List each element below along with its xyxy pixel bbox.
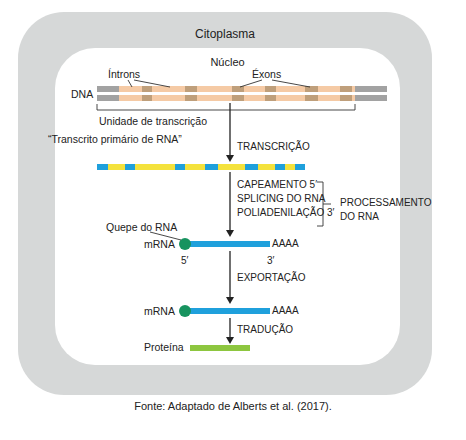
step-label: TRANSCRIÇÃO (237, 141, 310, 153)
annotation-label: PROCESSAMENTO DO RNA (340, 196, 436, 224)
exon-rna (295, 164, 305, 170)
exon-rna (97, 164, 108, 170)
node-label: Citoplasma (18, 28, 432, 40)
intron-rna (135, 164, 175, 170)
exon-rna (205, 164, 218, 170)
dna-flank (97, 95, 119, 101)
node-label: Proteína (144, 341, 184, 353)
node-label: mRNA (144, 238, 175, 250)
annotation-label: Unidade de transcrição (99, 115, 207, 127)
mrna-body (189, 308, 270, 314)
protein-bar (190, 345, 250, 351)
exon-segment (340, 95, 352, 101)
node-label: mRNA (144, 305, 175, 317)
primary-transcript-bar (97, 163, 305, 171)
transcript-node: “Transcrito primário de RNA” (97, 163, 305, 171)
step-label: CAPEAMENTO 5′ SPLICING DO RNA POLIADENIL… (237, 178, 345, 220)
mrna-node: mRNAAAAA (179, 238, 301, 250)
rna-cap (179, 305, 191, 317)
mrna-bar (179, 305, 271, 317)
exon-segment (265, 95, 276, 101)
exon-segment (232, 86, 244, 92)
intron-rna (258, 164, 275, 170)
exon-segment (232, 95, 244, 101)
intron-rna (185, 164, 205, 170)
dna-strands (97, 86, 387, 102)
node-label: DNA (71, 88, 93, 100)
dna-flank (97, 86, 119, 92)
exon-rna (175, 164, 185, 170)
mrna-body (189, 241, 270, 247)
mrna-bar (179, 238, 271, 250)
annotation-label: 3′ (267, 255, 274, 267)
dna-flank (355, 95, 387, 101)
protein-body (190, 345, 250, 351)
source-caption: Fonte: Adaptado de Alberts et al. (2017)… (0, 399, 466, 413)
exon-segment (142, 86, 152, 92)
exon-segment (142, 95, 152, 101)
exon-segment (340, 86, 352, 92)
annotation-label: Íntrons (108, 68, 140, 80)
dna-flank (355, 86, 387, 92)
annotation-label: Quepe do RNA (106, 221, 177, 233)
dna-node: DNA (97, 86, 387, 102)
intron-rna (218, 164, 245, 170)
node-label: “Transcrito primário de RNA” (48, 133, 182, 145)
exon-segment (185, 86, 197, 92)
intron-rna (285, 164, 295, 170)
step-label: TRADUÇÃO (237, 324, 293, 336)
intron-rna (108, 164, 125, 170)
node-label: AAAA (272, 305, 299, 317)
node-label: Núcleo (55, 56, 400, 68)
rna-cap (179, 238, 191, 250)
exon-segment (305, 95, 318, 101)
exon-rna (245, 164, 258, 170)
protein-node: Proteína (190, 345, 250, 351)
annotation-label: Éxons (252, 68, 281, 80)
exon-rna (275, 164, 285, 170)
node-label: AAAA (272, 238, 299, 250)
exon-segment (305, 86, 318, 92)
intron-segment (119, 86, 355, 92)
mrna-node: mRNAAAAA (179, 305, 301, 317)
step-label: EXPORTAÇÃO (237, 272, 306, 284)
exon-segment (265, 86, 276, 92)
exon-segment (185, 95, 197, 101)
intron-segment (119, 95, 355, 101)
annotation-label: 5′ (181, 255, 188, 267)
exon-rna (125, 164, 135, 170)
